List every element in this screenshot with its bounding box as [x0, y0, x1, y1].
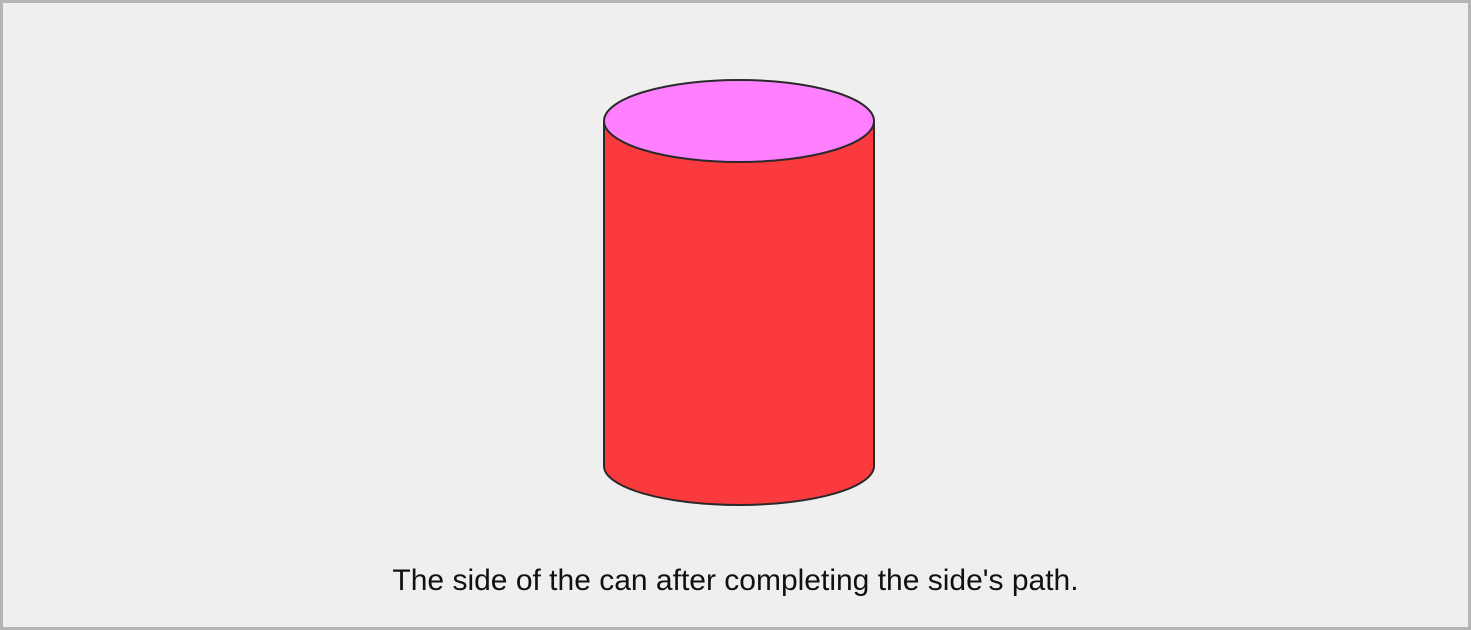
figure-caption: The side of the can after completing the…: [3, 561, 1468, 601]
can: [604, 80, 874, 505]
can-side: [604, 123, 874, 505]
can-top: [604, 80, 874, 162]
can-diagram: [3, 3, 1468, 627]
